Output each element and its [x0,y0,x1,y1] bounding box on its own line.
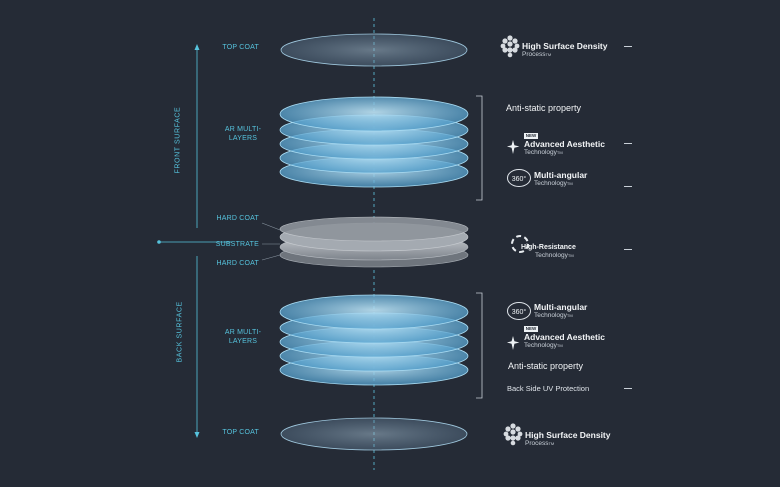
hsd-lower-line2: ProcessTM [525,440,555,447]
hsd-upper-dash [624,46,632,47]
new-badge: NEW [524,133,538,139]
aat-lower-line2: TechnologyTM [524,342,563,349]
aat-upper-line2: TechnologyTM [524,149,563,156]
center-pointer [157,240,232,244]
aat-upper-feature: NEW Advanced Aesthetic TechnologyTM [524,133,605,157]
multi-upper-line1: Multi-angular [534,170,588,180]
front-surface-arrow [194,44,200,228]
multi-lower-feature: Multi-angular TechnologyTM [534,303,587,320]
hr-dash [624,249,632,250]
multi-lower-line2: TechnologyTM [534,312,573,319]
hsd-upper-line1: High Surface Density [522,41,608,51]
aat-upper-dash [624,143,632,144]
rotation-360-icon: 360° [507,302,531,320]
svg-text:360°: 360° [512,308,527,316]
aat-upper-line1: Advanced Aesthetic [524,139,605,149]
ar-lower-label-line1: AR MULTI- [224,329,262,336]
aat-lower-line1: Advanced Aesthetic [524,332,605,342]
hsd-upper-feature: High Surface Density ProcessTM [522,42,608,59]
hexagon-cluster-icon [503,423,523,446]
top-coat-upper-disc [280,33,468,67]
new-badge: NEW [524,326,538,332]
multi-lower-line1: Multi-angular [534,302,588,312]
hard-coat-lower-label: HARD COAT [216,260,259,267]
ar-upper-label-line1: AR MULTI- [224,126,262,133]
hr-feature: High-Resistance TechnologyTM [521,243,576,260]
multi-upper-dash [624,186,632,187]
multi-upper-feature: Multi-angular TechnologyTM [534,171,587,188]
top-coat-upper-label: TOP COAT [222,44,259,51]
ar-lower-stack [279,294,469,386]
top-coat-lower-disc [280,417,468,451]
shield-burst-icon [511,235,529,253]
antistatic-upper: Anti-static property [506,103,582,113]
uv-dash [624,388,632,389]
back-surface-arrow [194,256,200,438]
substrate-label: SUBSTRATE [215,241,259,248]
sparkle-icon [507,140,520,154]
hsd-lower-line1: High Surface Density [525,430,611,440]
ar-upper-label-line2: LAYERS [228,135,258,142]
substrate-connectors [261,222,281,261]
sparkle-icon [507,336,520,350]
hr-line2: TechnologyTM [535,252,574,259]
front-surface-label: FRONT SURFACE [174,106,182,174]
ar-lower-label: AR MULTI- LAYERS [218,328,268,346]
hsd-upper-line2: ProcessTM [522,51,552,58]
hr-line1: High-Resistance [521,244,576,251]
front-bracket [476,95,483,201]
hard-coat-upper-label: HARD COAT [216,215,259,222]
back-bracket [476,292,483,399]
substrate-stack [279,216,469,268]
multi-upper-line2: TechnologyTM [534,180,573,187]
aat-lower-feature: NEW Advanced Aesthetic TechnologyTM [524,326,605,350]
top-coat-lower-label: TOP COAT [222,429,259,436]
ar-upper-label: AR MULTI- LAYERS [218,125,268,143]
back-surface-label: BACK SURFACE [176,301,184,363]
hexagon-cluster-icon [500,35,520,58]
ar-upper-stack [279,96,469,188]
back-uv-protection: Back Side UV Protection [507,384,590,393]
svg-text:360°: 360° [512,175,527,183]
rotation-360-icon: 360° [507,169,531,187]
ar-lower-label-line2: LAYERS [228,338,258,345]
antistatic-lower: Anti-static property [508,361,584,371]
hsd-lower-feature: High Surface Density ProcessTM [525,431,611,448]
